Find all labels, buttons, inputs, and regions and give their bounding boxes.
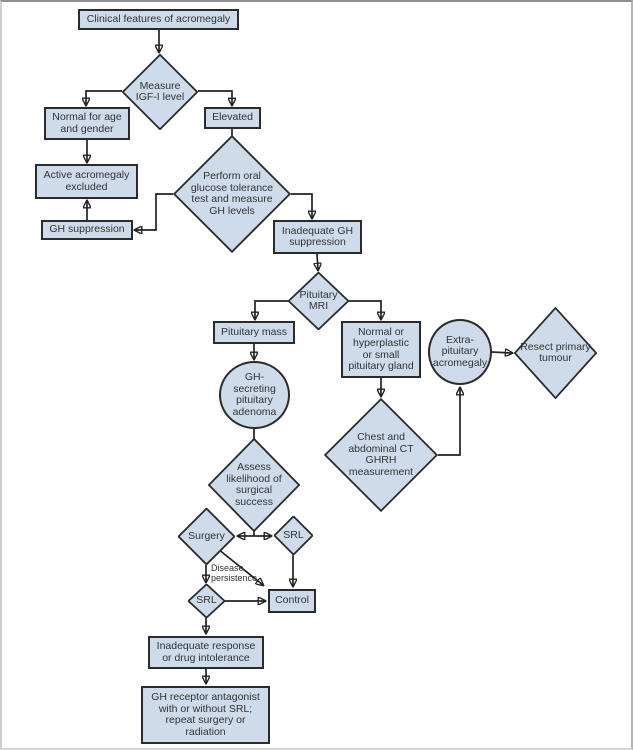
connector-chestct-to-extrapituitary: [438, 388, 460, 456]
node-pituitary-mri-label: Pituitary MRI: [299, 288, 338, 312]
diamond-shape: [514, 307, 597, 399]
connector-inadequategh-to-mri: [317, 253, 318, 270]
node-gh-adenoma: GH- secreting pituitary adenoma: [219, 361, 290, 429]
node-assess: Assess likelihood of surgical success: [208, 438, 300, 532]
node-ogtt-label: Perform oral glucose tolerance test and …: [190, 170, 274, 217]
node-srl-second: SRL: [188, 584, 225, 618]
node-surgery: Surgery: [178, 508, 235, 565]
node-measure-igf-label: Measure IGF-I level: [135, 79, 185, 103]
connector-measure-to-normal: [86, 90, 122, 105]
connector-ogtt-to-inadequategh: [291, 193, 312, 218]
connector-mri-to-mass: [255, 300, 288, 319]
diamond-shape: [208, 438, 300, 532]
node-elevated-label: Elevated: [212, 111, 253, 124]
node-extrapituitary: Extra- pituitary acromegaly: [428, 319, 492, 385]
node-normal-age-gender: Normal for age and gender: [44, 107, 130, 140]
connector-measure-to-elevated: [198, 90, 232, 105]
node-assess-label: Assess likelihood of surgical success: [226, 461, 282, 508]
node-gh-antagonist: GH receptor antagonist with or without S…: [141, 686, 270, 744]
diamond-shape: [188, 584, 225, 618]
node-control-label: Control: [275, 594, 309, 607]
edge-label-disease-persistence: Disease persistence: [211, 563, 258, 583]
node-chest-ct-label: Chest and abdominal CT GHRH measurement: [348, 431, 414, 478]
node-pituitary-mri: Pituitary MRI: [288, 272, 349, 330]
node-ogtt: Perform oral glucose tolerance test and …: [173, 135, 291, 253]
diamond-shape: [288, 272, 349, 330]
node-extrapituitary-label: Extra- pituitary acromegaly: [432, 333, 488, 369]
diamond-shape: [274, 516, 313, 555]
node-gh-suppression-label: GH suppression: [49, 223, 125, 236]
diamond-shape: [173, 135, 291, 253]
node-control: Control: [268, 589, 316, 613]
connector-surgery-to-control: [217, 548, 263, 585]
diamond-shape: [122, 54, 198, 130]
node-chest-ct: Chest and abdominal CT GHRH measurement: [324, 398, 438, 512]
node-normal-age-gender-label: Normal for age and gender: [52, 111, 122, 135]
connector-extrapituitary-to-resect: [491, 352, 512, 353]
connector-ogtt-to-ghsuppression: [135, 193, 173, 230]
connector-mri-to-gland: [349, 300, 381, 319]
node-measure-igf: Measure IGF-I level: [122, 54, 198, 130]
node-srl-second-label: SRL: [196, 594, 217, 607]
node-resect-label: Resect primary tumour: [520, 340, 591, 364]
node-inadequate-response-label: Inadequate response or drug intolerance: [156, 640, 256, 664]
node-surgery-label: Surgery: [188, 529, 225, 542]
node-inadequate-response: Inadequate response or drug intolerance: [148, 636, 264, 669]
node-clinical-features: Clinical features of acromegaly: [78, 9, 239, 30]
node-resect: Resect primary tumour: [514, 307, 597, 399]
node-pituitary-mass-label: Pituitary mass: [221, 325, 287, 338]
node-active-excluded: Active acromegaly excluded: [35, 164, 138, 199]
node-gh-adenoma-label: GH- secreting pituitary adenoma: [232, 371, 277, 418]
diamond-shape: [324, 398, 438, 512]
node-srl-first: SRL: [274, 516, 313, 555]
node-pituitary-mass: Pituitary mass: [213, 321, 295, 344]
node-gh-suppression: GH suppression: [41, 220, 133, 240]
node-active-excluded-label: Active acromegaly excluded: [43, 169, 130, 193]
diamond-shape: [178, 508, 235, 565]
node-normal-gland-label: Normal or hyperplastic or small pituitar…: [348, 325, 414, 372]
node-srl-first-label: SRL: [283, 528, 304, 541]
node-clinical-features-label: Clinical features of acromegaly: [86, 12, 231, 25]
node-inadequate-gh: Inadequate GH suppression: [273, 220, 362, 254]
node-normal-gland: Normal or hyperplastic or small pituitar…: [341, 321, 421, 378]
node-gh-antagonist-label: GH receptor antagonist with or without S…: [151, 691, 260, 738]
node-elevated: Elevated: [204, 107, 261, 129]
node-inadequate-gh-label: Inadequate GH suppression: [281, 224, 354, 248]
